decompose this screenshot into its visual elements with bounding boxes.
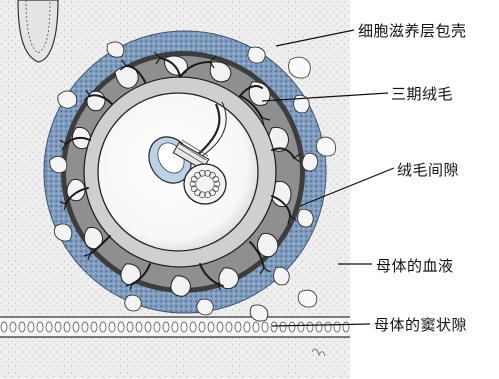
epithelial-cell bbox=[100, 322, 106, 332]
epithelial-cell bbox=[82, 322, 88, 332]
epithelial-cell bbox=[226, 322, 232, 332]
epithelial-cell bbox=[307, 322, 313, 332]
yolk-sac bbox=[184, 164, 226, 204]
epithelial-cell bbox=[334, 322, 340, 332]
epithelial-cell bbox=[316, 322, 322, 332]
epithelial-cell bbox=[127, 322, 133, 332]
epithelial-cell bbox=[10, 322, 16, 332]
label-maternal-sinusoid: 母体的窦状隙 bbox=[374, 314, 467, 335]
epithelial-cell bbox=[190, 322, 196, 332]
epithelial-cell bbox=[181, 322, 187, 332]
label-maternal-blood: 母体的血液 bbox=[376, 255, 454, 276]
epithelial-cell bbox=[118, 322, 124, 332]
epithelial-cell bbox=[28, 322, 34, 332]
epithelial-cell bbox=[325, 322, 331, 332]
epithelial-cell bbox=[262, 322, 268, 332]
epithelial-cell bbox=[37, 322, 43, 332]
epithelial-cell bbox=[280, 322, 286, 332]
epithelial-cell bbox=[217, 322, 223, 332]
epithelial-cell bbox=[145, 322, 151, 332]
epithelial-cell bbox=[136, 322, 142, 332]
epithelial-cell bbox=[55, 322, 61, 332]
epithelial-cell bbox=[163, 322, 169, 332]
epithelial-cell bbox=[19, 322, 25, 332]
label-trophoblast-shell: 细胞滋养层包壳 bbox=[358, 20, 467, 41]
epithelial-cell bbox=[271, 322, 277, 332]
epithelial-cell bbox=[199, 322, 205, 332]
epithelial-cell bbox=[253, 322, 259, 332]
epithelial-cell bbox=[298, 322, 304, 332]
uterine-epithelium bbox=[0, 317, 350, 337]
epithelial-cell bbox=[154, 322, 160, 332]
epithelial-cell bbox=[46, 322, 52, 332]
epithelial-cell bbox=[1, 322, 7, 332]
epithelial-cell bbox=[289, 322, 295, 332]
epithelial-cell bbox=[109, 322, 115, 332]
epithelial-cell bbox=[91, 322, 97, 332]
epithelial-cell bbox=[208, 322, 214, 332]
label-intervillous-space: 绒毛间隙 bbox=[397, 159, 459, 180]
epithelial-cell bbox=[172, 322, 178, 332]
epithelial-cell bbox=[235, 322, 241, 332]
epithelial-cell bbox=[244, 322, 250, 332]
epithelial-cell bbox=[64, 322, 70, 332]
epithelial-cell bbox=[343, 322, 349, 332]
epithelial-cell bbox=[73, 322, 79, 332]
label-tertiary-villi: 三期绒毛 bbox=[391, 83, 453, 104]
